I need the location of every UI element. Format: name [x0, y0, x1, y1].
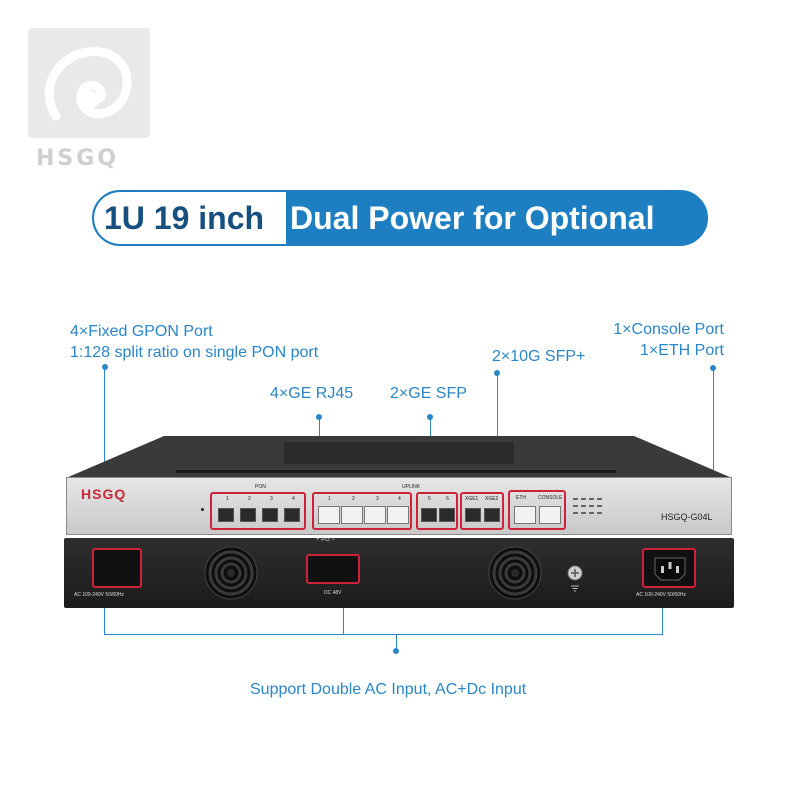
status-led: [589, 512, 594, 514]
sfp-port-number: 5: [428, 496, 431, 502]
power-leader-line: [396, 634, 397, 650]
power-leader-line: [662, 585, 663, 635]
group-pon-label: PON: [255, 484, 266, 490]
ge-port-number: 2: [352, 496, 355, 502]
model-label: HSGQ-G04L: [661, 512, 713, 522]
power-leader-dot: [393, 648, 399, 654]
ge-rj45-port-group: 1 2 3 4: [312, 492, 412, 530]
gpon-label-line2: 1:128 split ratio on single PON port: [70, 344, 319, 361]
status-led: [573, 505, 578, 507]
pon-port-number: 4: [292, 496, 295, 502]
ge-port-number: 3: [376, 496, 379, 502]
pon-port-number: 3: [270, 496, 273, 502]
pon-port-number: 2: [248, 496, 251, 502]
power-leader-line: [104, 634, 663, 635]
reset-hole: [201, 508, 204, 511]
power-slot-right: [642, 548, 696, 588]
pon-port-number: 1: [226, 496, 229, 502]
gpon-label-line1: 4×Fixed GPON Port: [70, 323, 213, 340]
ge-sfp-port[interactable]: [439, 508, 455, 522]
rear-ac-left-label: AC 100-240V 50/60Hz: [74, 592, 125, 598]
rear-dc-top-label: + PG −: [316, 537, 336, 543]
status-led: [597, 498, 602, 500]
console-leader-line: [713, 368, 714, 498]
status-led: [589, 505, 594, 507]
console-label: 1×Console Port: [613, 321, 724, 338]
sfp-port-number: 6: [446, 496, 449, 502]
sfp-plus-leader-line: [497, 373, 498, 491]
banner-right-text: Dual Power for Optional: [290, 200, 655, 236]
sfp-plus-port[interactable]: [465, 508, 481, 522]
ge-rj45-port[interactable]: [318, 506, 340, 524]
xge-port-number: XGE2: [485, 496, 499, 502]
logo-text: HSGQ: [36, 146, 120, 171]
mgmt-port-group: ETH CONSOLE: [508, 490, 566, 530]
ac-inlet-icon[interactable]: [652, 556, 688, 582]
pon-port[interactable]: [240, 508, 256, 522]
pon-port-group: 1 2 3 4: [210, 492, 306, 530]
banner-left-text: 1U 19 inch: [104, 200, 265, 236]
eth-port-label: ETH: [516, 495, 526, 501]
power-label: Support Double AC Input, AC+Dc Input: [250, 681, 527, 698]
group-uplink-label: UPLINK: [402, 484, 421, 490]
ground-screw-icon: [567, 565, 583, 592]
status-led: [573, 498, 578, 500]
console-port[interactable]: [539, 506, 561, 524]
banner-left: 1U 19 inch: [94, 192, 286, 244]
ge-sfp-port[interactable]: [421, 508, 437, 522]
fan-icon: [488, 546, 542, 600]
title-banner: 1U 19 inch Dual Power for Optional: [92, 190, 708, 246]
rear-dc-label: DC 48V: [324, 590, 342, 596]
ge-port-number: 1: [328, 496, 331, 502]
power-slot-dc: [306, 554, 360, 584]
ge-rj45-port[interactable]: [341, 506, 363, 524]
gpon-leader-dot: [102, 364, 108, 370]
ge-sfp-label: 2×GE SFP: [390, 385, 467, 402]
xge-port-number: XGE1: [465, 496, 479, 502]
rear-ac-right-label: AC 100-240V 50/60Hz: [636, 592, 687, 598]
pon-port[interactable]: [218, 508, 234, 522]
ge-rj45-port[interactable]: [364, 506, 386, 524]
eth-label: 1×ETH Port: [639, 342, 724, 359]
gpon-leader-line: [104, 367, 105, 512]
eth-port[interactable]: [514, 506, 536, 524]
console-port-label: CONSOLE: [538, 495, 563, 501]
status-led: [581, 512, 586, 514]
front-panel: HSGQ PON UPLINK 1 2 3 4 1 2 3 4 5 6 XGE1…: [66, 477, 732, 535]
pon-port[interactable]: [262, 508, 278, 522]
ge-rj45-label: 4×GE RJ45: [270, 385, 354, 402]
ge-sfp-port-group: 5 6: [416, 492, 458, 530]
sfp-plus-port[interactable]: [484, 508, 500, 522]
power-slot-left: [92, 548, 142, 588]
status-led: [581, 505, 586, 507]
power-leader-line: [343, 583, 344, 635]
pon-port[interactable]: [284, 508, 300, 522]
status-led: [589, 498, 594, 500]
status-led: [597, 512, 602, 514]
hsgq-logo-icon: [28, 28, 150, 138]
front-brand: HSGQ: [81, 486, 127, 502]
power-leader-line: [104, 590, 105, 635]
rear-panel: AC 100-240V 50/60Hz + PG − DC 48V AC 100: [64, 537, 734, 608]
ge-rj45-port[interactable]: [387, 506, 409, 524]
sfp-plus-label: 2×10G SFP+: [492, 348, 586, 365]
fan-icon: [204, 546, 258, 600]
ge-port-number: 4: [398, 496, 401, 502]
status-led: [573, 512, 578, 514]
status-led: [581, 498, 586, 500]
status-led: [597, 505, 602, 507]
sfp-plus-port-group: XGE1 XGE2: [460, 492, 504, 530]
